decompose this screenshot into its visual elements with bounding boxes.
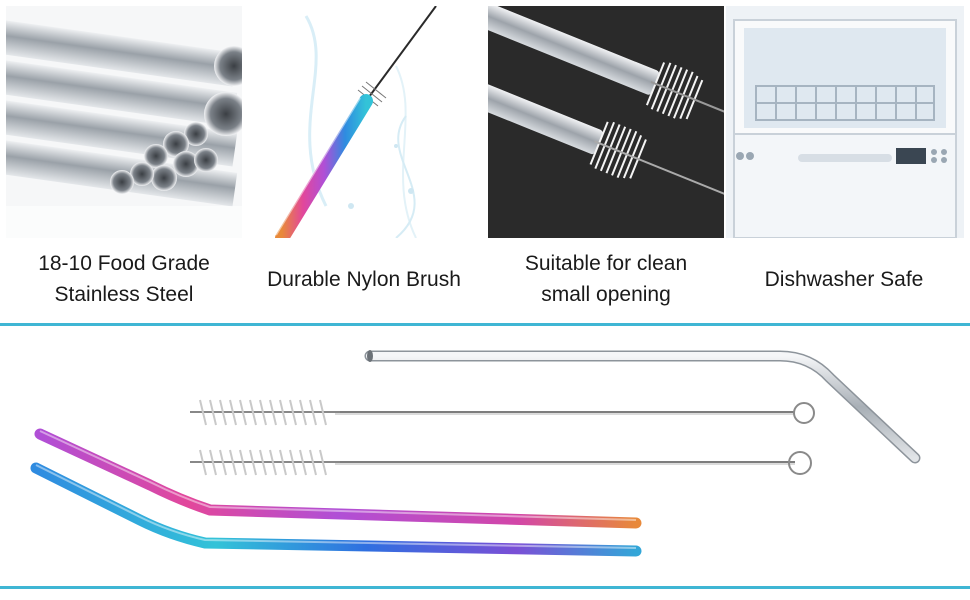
steel-tubes-image [6, 6, 242, 238]
caption-line: Suitable for clean [524, 252, 688, 275]
caption-line: Stainless Steel [54, 283, 194, 306]
feature-caption-steel: 18-10 Food Grade Stainless Steel [6, 244, 242, 314]
caption-line: 18-10 Food Grade [38, 252, 210, 275]
feature-caption-brush: Durable Nylon Brush [246, 244, 482, 314]
cleaning-brush-image [488, 6, 724, 238]
nylon-brush-image [246, 6, 482, 238]
divider-line [0, 323, 970, 326]
rainbow-straw [30, 462, 642, 557]
cleaning-brush [190, 399, 815, 426]
silver-straw [364, 350, 921, 464]
caption-line: Dishwasher Safe [764, 267, 924, 291]
divider-line [0, 586, 970, 589]
cleaning-brush [190, 449, 812, 476]
rainbow-straw [34, 428, 642, 529]
feature-caption-clean: Suitable for clean small opening [488, 244, 724, 314]
caption-line: small opening [541, 283, 671, 306]
feature-caption-dishwasher: Dishwasher Safe [726, 244, 962, 314]
caption-line: Durable Nylon Brush [267, 267, 461, 291]
product-contents-image [30, 350, 921, 557]
dishwasher-image [726, 6, 964, 238]
